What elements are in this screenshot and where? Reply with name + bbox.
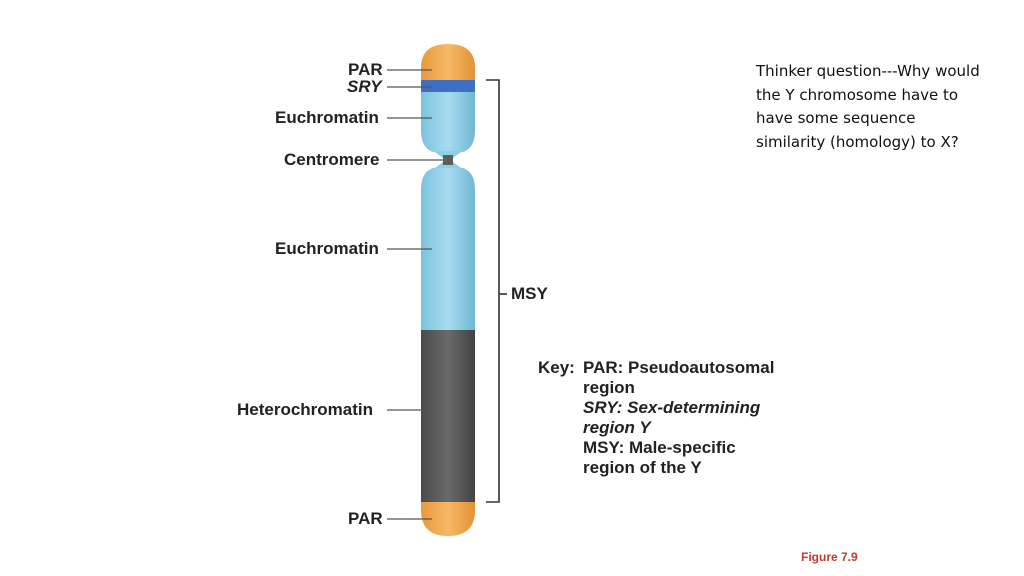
msy-bracket <box>486 79 507 503</box>
label-sry: SRY <box>347 77 382 96</box>
par-bottom-region <box>421 502 475 536</box>
euchromatin-upper-region <box>421 92 475 152</box>
sry-band <box>421 80 475 92</box>
key-sry-definition-cont: region Y <box>583 418 651 437</box>
label-par-top: PAR <box>348 60 383 79</box>
label-centromere: Centromere <box>284 150 380 169</box>
key-par-term: PAR <box>583 358 618 377</box>
centromere-knob <box>443 155 453 165</box>
par-top-region <box>421 44 475 80</box>
leader-lines <box>387 69 444 520</box>
upper-arm <box>421 44 475 152</box>
figure-label: Figure 7.9 <box>801 550 858 564</box>
heterochromatin-region <box>421 330 475 502</box>
key-heading: Key: <box>538 358 575 377</box>
lower-arm <box>421 168 475 536</box>
thinker-question: Thinker question---Why would the Y chrom… <box>756 62 980 151</box>
key-par-definition: : Pseudoautosomal <box>617 358 775 377</box>
label-msy: MSY <box>511 284 548 303</box>
key-msy-definition-cont: region of the Y <box>583 458 702 477</box>
key-legend: PAR: Pseudoautosomal region SRY: Sex-det… <box>583 358 823 478</box>
key-sry-term: SRY <box>583 398 617 417</box>
label-euchromatin-upper: Euchromatin <box>275 108 379 127</box>
key-msy-definition: MSY: Male-specific <box>583 438 736 457</box>
euchromatin-lower-region <box>421 168 475 330</box>
label-par-bottom: PAR <box>348 509 383 528</box>
label-heterochromatin: Heterochromatin <box>237 400 374 419</box>
label-euchromatin-lower: Euchromatin <box>275 239 379 258</box>
key-sry-definition: : Sex-determining <box>616 398 761 417</box>
key-par-definition-cont: region <box>583 378 635 397</box>
